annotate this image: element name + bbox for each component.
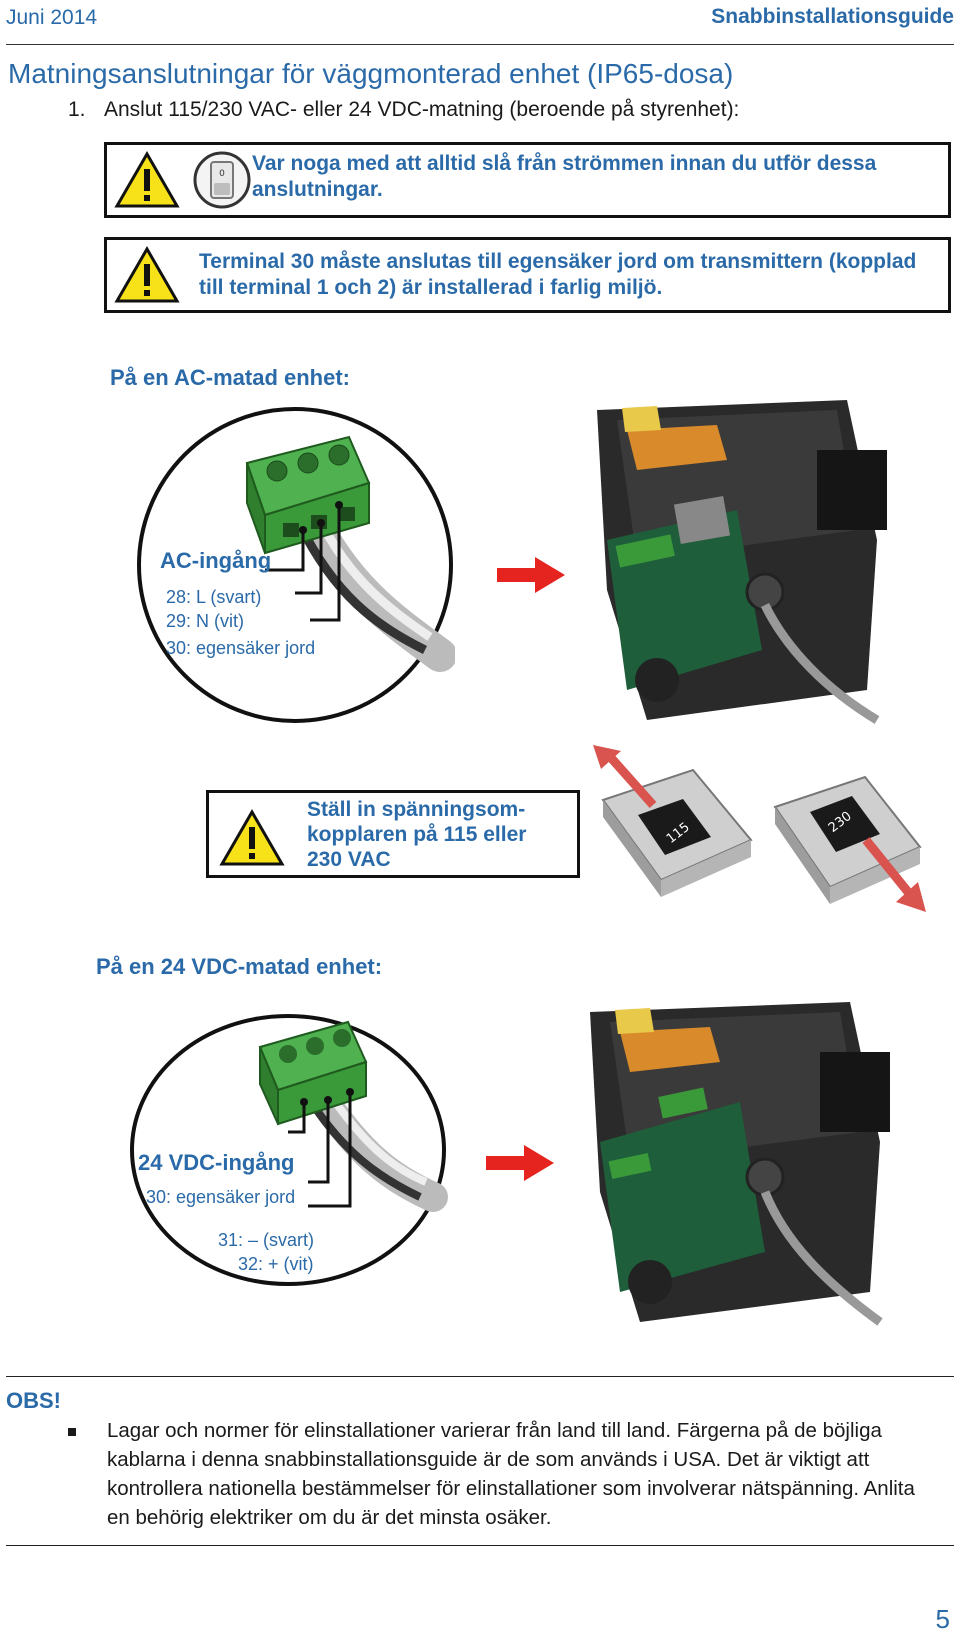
svg-text:0: 0 — [219, 169, 225, 179]
step-text: Anslut 115/230 VAC- eller 24 VDC-matning… — [104, 98, 740, 121]
voltage-switch-230-illustration: 230 — [773, 775, 926, 912]
header-guide-title: Snabbinstallationsguide — [711, 5, 954, 28]
warning-box-voltage-switch: Ställ in spänningsom-kopplaren på 115 el… — [206, 790, 580, 878]
warning-terminal30-text: Terminal 30 måste anslutas till egensäke… — [199, 250, 917, 299]
page-number: 5 — [935, 1604, 950, 1634]
warning-triangle-icon — [219, 809, 285, 866]
warning-triangle-icon — [114, 246, 180, 303]
voltage-switch-115-illustration: 115 — [593, 745, 753, 897]
power-switch-icon: 0 — [193, 151, 251, 209]
dc-terminal-31: 31: – (svart) — [218, 1230, 315, 1250]
step-number: 1. — [68, 98, 86, 121]
header-date: Juni 2014 — [6, 6, 98, 29]
ac-terminal-zoom-illustration — [137, 407, 455, 723]
ac-terminal-29: 29: N (vit) — [166, 611, 245, 631]
section-title: Matningsanslutningar för väggmonterad en… — [8, 58, 734, 89]
note-top-divider — [6, 1376, 954, 1377]
ac-input-label: AC-ingång — [160, 548, 272, 573]
warning-power-off-text: Var noga med att alltid slå från strömme… — [252, 152, 877, 201]
ac-heading: På en AC-matad enhet: — [110, 365, 351, 390]
dc-input-label: 24 VDC-ingång — [138, 1150, 295, 1175]
note-text: Lagar och normer för elinstallationer va… — [107, 1419, 915, 1529]
ac-terminal-28: 28: L (svart) — [166, 587, 262, 607]
red-arrow-icon — [486, 1145, 554, 1181]
warning-triangle-icon — [114, 151, 180, 208]
ac-enclosure-photo — [597, 400, 887, 724]
dc-terminal-zoom-illustration — [130, 1014, 448, 1286]
terminal-block-icon — [258, 1020, 368, 1126]
ac-terminal-30: 30: egensäker jord — [166, 638, 316, 658]
terminal-block-icon — [245, 435, 371, 555]
warning-voltage-switch-text: Ställ in spänningsom-kopplaren på 115 el… — [307, 798, 527, 871]
red-arrow-icon — [497, 557, 565, 593]
warning-box-terminal30: Terminal 30 måste anslutas till egensäke… — [104, 237, 951, 313]
step-1: 1. Anslut 115/230 VAC- eller 24 VDC-matni… — [68, 98, 739, 122]
header-divider — [6, 44, 954, 45]
dc-enclosure-photo — [590, 1002, 890, 1326]
dc-heading: På en 24 VDC-matad enhet: — [96, 954, 383, 979]
dc-terminal-32: 32: + (vit) — [238, 1254, 314, 1274]
warning-box-power-off: 0 Var noga med att alltid slå från ström… — [104, 142, 951, 218]
note-bottom-divider — [6, 1545, 954, 1546]
note-label: OBS! — [6, 1388, 61, 1413]
bullet-icon — [68, 1428, 76, 1436]
dc-terminal-30: 30: egensäker jord — [146, 1187, 296, 1207]
